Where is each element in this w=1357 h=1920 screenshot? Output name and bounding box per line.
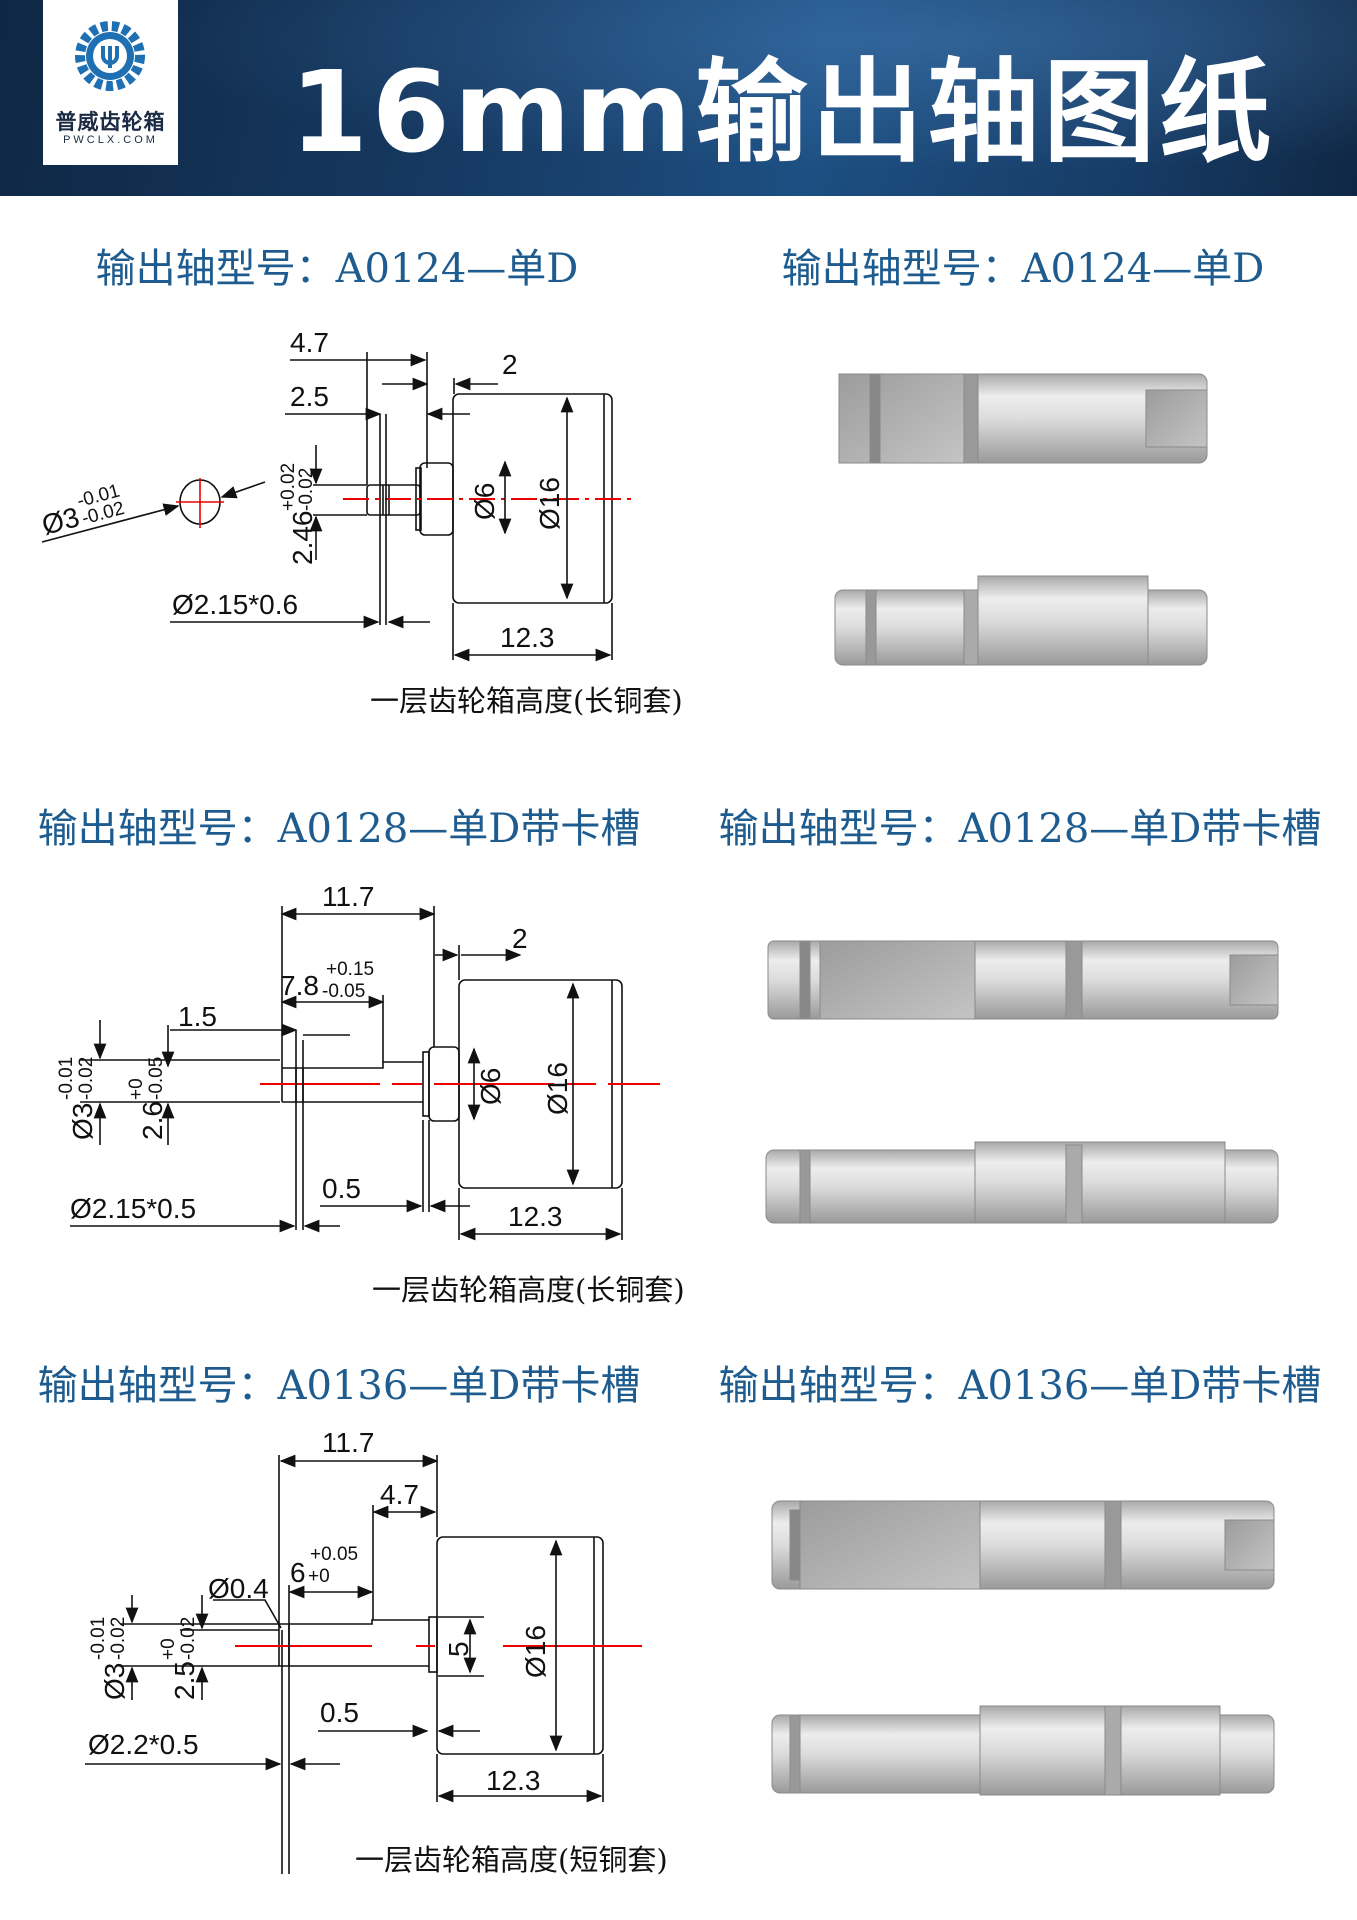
- dim-tolerance: -0.05: [322, 981, 365, 1002]
- dim-tolerance: +0: [126, 1078, 147, 1100]
- dim-label: Ø16: [520, 1625, 551, 1678]
- dim-label: 2.5: [169, 1661, 200, 1700]
- drawing-a0124: [41, 352, 636, 662]
- drawing-a0136: [85, 1454, 642, 1874]
- section1-right-title: 输出轴型号：A0124—单D: [781, 246, 1265, 292]
- dim-tolerance: +0.02: [278, 463, 299, 511]
- dim-tolerance: +0.05: [310, 1544, 358, 1565]
- shaft-photo-a0128-top: [767, 940, 1279, 1020]
- dim-label: 4.7: [290, 327, 329, 358]
- dim-label: 5: [443, 1641, 474, 1657]
- dim-label: 2.5: [290, 381, 329, 412]
- drawing-caption: 一层齿轮箱高度(长铜套): [370, 684, 683, 718]
- dim-label: 0.5: [320, 1697, 359, 1728]
- dim-label: Ø0.4: [208, 1573, 269, 1604]
- technical-drawings: 4.7 2 2.5 Ø6 Ø16 Ø3-0.01-0.02 2.46+0.02-…: [39, 327, 685, 1877]
- dim-tolerance: -0.01: [56, 1057, 77, 1100]
- dim-tolerance: +0: [308, 1566, 330, 1587]
- dim-label: 12.3: [486, 1765, 541, 1796]
- dim-label: 0.5: [322, 1173, 361, 1204]
- dim-tolerance: -0.02: [296, 468, 317, 511]
- dim-label: Ø6: [469, 483, 500, 520]
- logo: 普威齿轮箱 PWCLX.COM: [43, 0, 178, 165]
- dim-label: 11.7: [322, 1427, 374, 1458]
- dim-label: 4.7: [380, 1479, 419, 1510]
- dim-label: Ø3: [67, 1103, 98, 1140]
- dim-tolerance: +0: [158, 1638, 179, 1660]
- section1-left-title: 输出轴型号：A0124—单D: [95, 246, 579, 292]
- dim-label: Ø6: [475, 1068, 506, 1105]
- dim-label: Ø2.15*0.5: [70, 1193, 196, 1224]
- gear-logo-icon: [75, 21, 145, 91]
- page-title: 16mm输出轴图纸: [290, 48, 1276, 178]
- shaft-photo-a0128-bottom: [765, 1141, 1279, 1224]
- shaft-photo-a0124-top: [838, 373, 1208, 464]
- dim-label: Ø3: [39, 501, 83, 541]
- dim-tolerance: -0.01: [88, 1617, 109, 1660]
- dim-tolerance: -0.02: [76, 1057, 97, 1100]
- section3-right-title: 输出轴型号：A0136—单D带卡槽: [718, 1363, 1322, 1409]
- dim-tolerance: +0.15: [326, 959, 374, 980]
- dim-label: 12.3: [508, 1201, 563, 1232]
- dim-label: 1.5: [178, 1001, 217, 1032]
- section2-left-title: 输出轴型号：A0128—单D带卡槽: [37, 806, 641, 852]
- dim-label: 2.46: [287, 511, 318, 566]
- logo-name: 普威齿轮箱: [55, 110, 166, 134]
- shaft-photo-a0124-bottom: [834, 575, 1208, 666]
- dim-label: Ø3: [99, 1663, 130, 1700]
- dim-label: 12.3: [500, 622, 555, 653]
- drawing-a0128: [70, 906, 660, 1241]
- section3-left-title: 输出轴型号：A0136—单D带卡槽: [37, 1363, 641, 1409]
- dim-label: 6: [290, 1557, 306, 1588]
- dim-label: 2: [502, 349, 518, 380]
- dim-label: Ø2.2*0.5: [88, 1729, 199, 1760]
- dim-tolerance: -0.05: [146, 1057, 167, 1100]
- dim-label: Ø2.15*0.6: [172, 589, 298, 620]
- section2-right-title: 输出轴型号：A0128—单D带卡槽: [718, 806, 1322, 852]
- dim-label: Ø16: [542, 1062, 573, 1115]
- dim-label: 2.6: [137, 1101, 168, 1140]
- dim-tolerance: -0.02: [178, 1617, 199, 1660]
- header-banner: 普威齿轮箱 PWCLX.COM 16mm输出轴图纸: [0, 0, 1357, 196]
- drawing-caption: 一层齿轮箱高度(长铜套): [372, 1273, 685, 1307]
- dim-label: Ø16: [534, 477, 565, 530]
- drawing-caption: 一层齿轮箱高度(短铜套): [355, 1843, 668, 1877]
- dim-tolerance: -0.02: [108, 1617, 129, 1660]
- shaft-photo-a0136-bottom: [771, 1705, 1275, 1796]
- shaft-photo-a0136-top: [771, 1500, 1275, 1590]
- dim-label: 11.7: [322, 881, 374, 912]
- dim-label: 7.8: [280, 970, 319, 1001]
- dim-label: 2: [512, 923, 528, 954]
- logo-website: PWCLX.COM: [63, 134, 158, 146]
